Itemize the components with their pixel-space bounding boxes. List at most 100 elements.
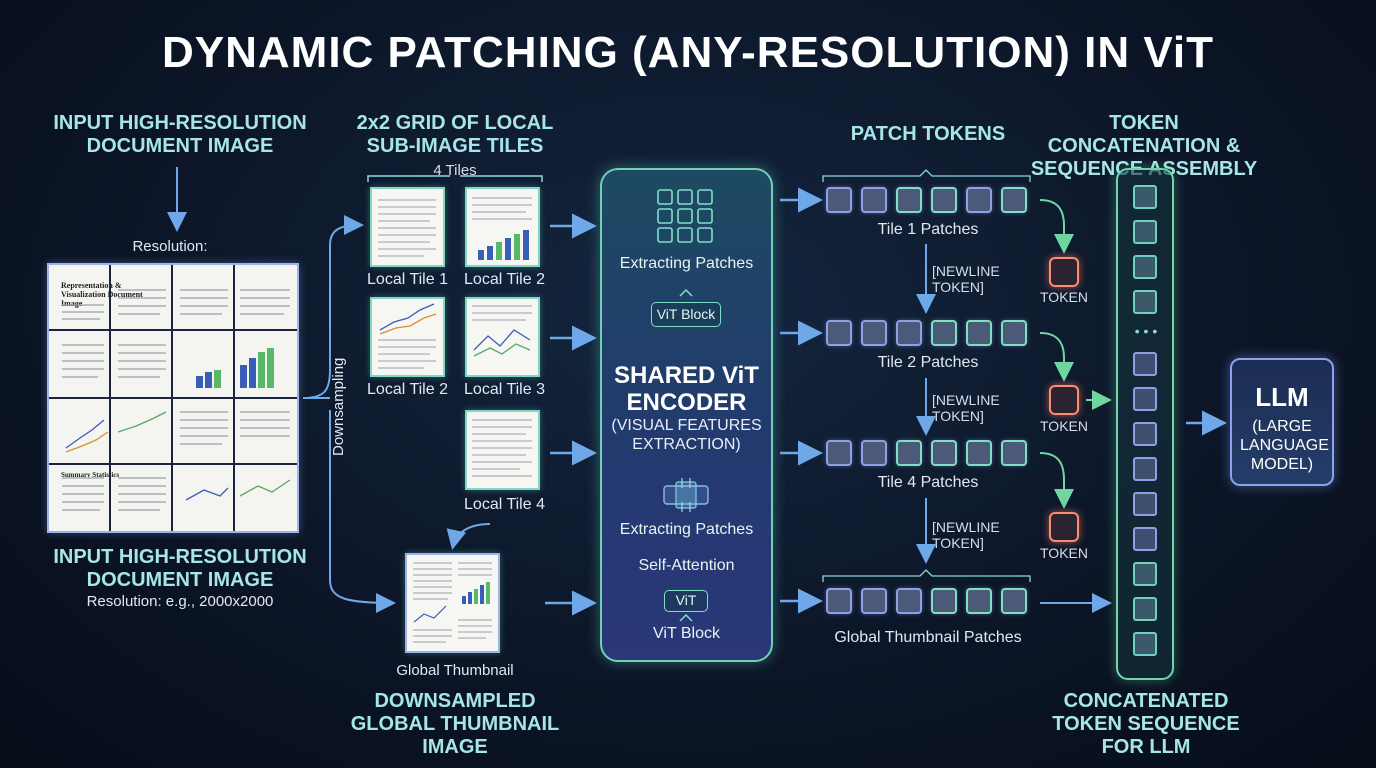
tile-label-1: Local Tile 1 [367, 271, 448, 288]
input-heading-top: INPUT HIGH-RESOLUTION DOCUMENT IMAGE [53, 112, 307, 157]
input-resolution-top: Resolution: [132, 238, 208, 255]
patch-token [826, 187, 852, 213]
sequence-token [1133, 632, 1157, 656]
sequence-token [1133, 185, 1157, 209]
encoder-up-arrow-1 [679, 288, 693, 297]
local-tile-3 [465, 297, 540, 377]
sequence-token [1133, 457, 1157, 481]
tile-label-3: Local Tile 2 [367, 381, 448, 398]
tile1-patch-row [826, 187, 1027, 213]
sequence-token [1133, 220, 1157, 244]
vit-block-bottom: ViT Block [653, 625, 720, 642]
tile1-patches-label: Tile 1 Patches [877, 221, 979, 238]
token-label-2: TOKEN [1040, 418, 1088, 434]
patch-grid-icon [652, 188, 720, 244]
arrow-green-2 [1039, 332, 1074, 382]
patch-brace-global [822, 569, 1031, 582]
tiles-count-label: 4 Tiles [433, 162, 477, 179]
newline-token-1 [1049, 257, 1079, 287]
doc-line-chart [65, 411, 291, 501]
patch-token [1001, 320, 1027, 346]
input-document-content [49, 265, 297, 531]
patch-token [966, 440, 992, 466]
sequence-token [1133, 352, 1157, 376]
patch-token [1001, 440, 1027, 466]
tile4-patch-row [826, 440, 1027, 466]
local-tile-2b [370, 297, 445, 377]
doc-bar-chart [196, 348, 274, 388]
patch-token [966, 187, 992, 213]
encoder-self-attention: Self-Attention [638, 557, 735, 574]
patch-token [931, 440, 957, 466]
sequence-token [1133, 597, 1157, 621]
tiles-heading: 2x2 GRID OF LOCAL SUB-IMAGE TILES [356, 112, 554, 157]
patch-token [896, 187, 922, 213]
newline-label-1: [NEWLINE TOKEN] [932, 263, 1000, 295]
arrow-green-1 [1039, 199, 1074, 254]
tile-charts [379, 230, 531, 357]
newline-token-3 [1049, 512, 1079, 542]
patch-token [861, 187, 887, 213]
tile-content [378, 197, 532, 477]
patch-token [861, 320, 887, 346]
doc-title: Representation & Visualization Document … [61, 281, 143, 308]
patch-token [861, 440, 887, 466]
patch-token [861, 588, 887, 614]
input-resolution-bottom: Resolution: e.g., 2000x2000 [86, 593, 274, 610]
patch-token [931, 588, 957, 614]
vit-small-box: ViT [664, 590, 708, 612]
thumbnail-content [413, 562, 492, 643]
llm-box: LLM (LARGE LANGUAGE MODEL) [1230, 358, 1334, 486]
patch-token [1001, 187, 1027, 213]
llm-subtitle: (LARGE LANGUAGE MODEL) [1240, 418, 1329, 473]
arrow-input-to-tiles [302, 215, 364, 399]
global-heading: DOWNSAMPLED GLOBAL THUMBNAIL IMAGE [350, 690, 560, 758]
patch-token [896, 588, 922, 614]
tile-label-2: Local Tile 2 [464, 271, 545, 288]
patch-token [826, 320, 852, 346]
newline-label-2: [NEWLINE TOKEN] [932, 392, 1000, 424]
arrow-tile4-to-thumbnail [446, 523, 491, 550]
global-patches-label: Global Thumbnail Patches [834, 629, 1022, 646]
patch-token [966, 588, 992, 614]
patch-token [896, 320, 922, 346]
sequence-token [1133, 492, 1157, 516]
tile2-patches-label: Tile 2 Patches [877, 354, 979, 371]
tile2-patch-row [826, 320, 1027, 346]
global-patch-row [826, 588, 1027, 614]
sequence-token [1133, 387, 1157, 411]
tile4-patches-label: Tile 4 Patches [877, 474, 979, 491]
attention-icon [660, 476, 712, 514]
sequence-token [1133, 562, 1157, 586]
tile-label-5: Local Tile 4 [464, 496, 545, 513]
shared-vit-encoder [600, 168, 773, 662]
patch-token [896, 440, 922, 466]
arrow-green-3 [1039, 452, 1074, 509]
encoder-subtitle: (VISUAL FEATURES EXTRACTION) [611, 417, 762, 453]
patch-token [826, 588, 852, 614]
tile-label-4: Local Tile 3 [464, 381, 545, 398]
sequence-token [1133, 255, 1157, 279]
sequence-footer: CONCATENATED TOKEN SEQUENCE FOR LLM [1052, 690, 1240, 758]
encoder-extracting-bottom: Extracting Patches [619, 521, 754, 538]
newline-token-2 [1049, 385, 1079, 415]
newline-label-3: [NEWLINE TOKEN] [932, 519, 1000, 551]
doc-side-title: Summary Statistics [61, 471, 120, 479]
encoder-title: SHARED ViT ENCODER [600, 362, 773, 416]
patch-token [1001, 588, 1027, 614]
patch-token [931, 320, 957, 346]
local-tile-4 [465, 410, 540, 490]
patch-token [826, 440, 852, 466]
encoder-extracting-top: Extracting Patches [619, 255, 754, 272]
token-label-3: TOKEN [1040, 545, 1088, 561]
diagram-title: DYNAMIC PATCHING (ANY-RESOLUTION) IN ViT [162, 28, 1214, 77]
patch-token [931, 187, 957, 213]
arrow-input-to-thumbnail [329, 410, 396, 613]
patch-brace-1 [822, 169, 1031, 182]
patch-tokens-heading: PATCH TOKENS [850, 123, 1006, 145]
token-label-1: TOKEN [1040, 289, 1088, 305]
tiles-brace [367, 175, 543, 182]
vit-block-top: ViT Block [651, 302, 721, 327]
llm-title: LLM [1255, 382, 1309, 412]
